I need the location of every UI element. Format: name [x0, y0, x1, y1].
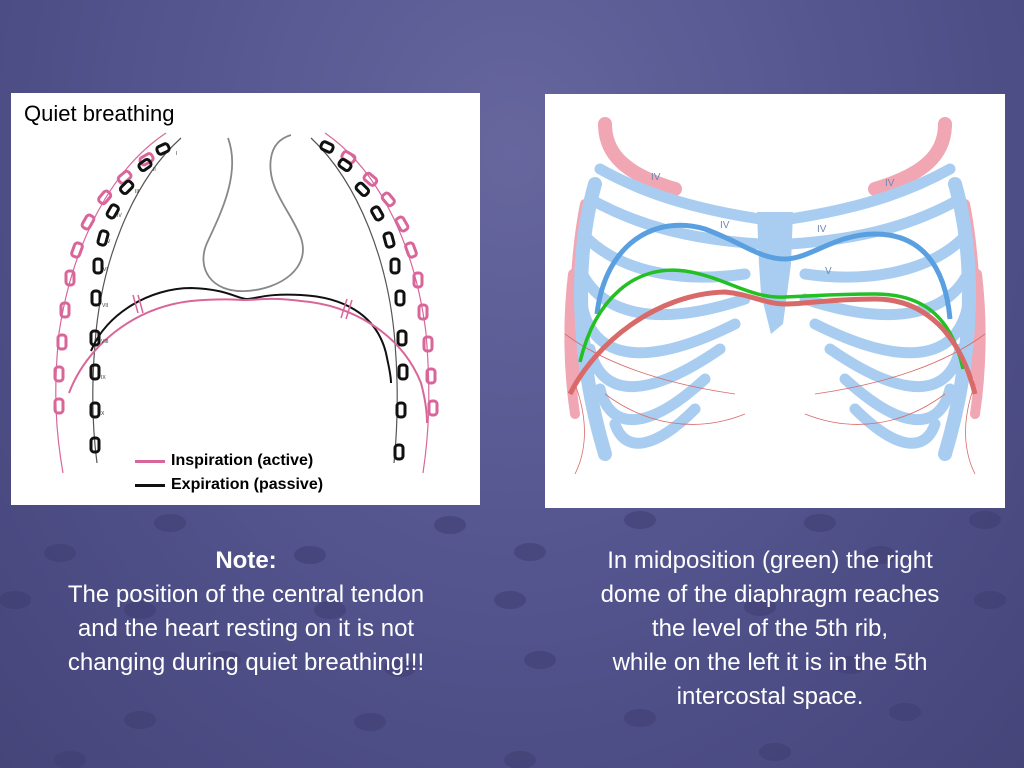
- legend-label-inspiration: Inspiration (active): [171, 452, 314, 469]
- legend: Inspiration (active) Expiration (passive…: [135, 449, 323, 497]
- legend-item-inspiration: Inspiration (active): [135, 449, 323, 473]
- caption-line: the level of the 5th rib,: [651, 615, 889, 642]
- note-line: and the heart resting on it is not: [77, 615, 415, 642]
- caption-line: dome of the diaphragm reaches: [600, 581, 940, 608]
- legend-label-expiration: Expiration (passive): [171, 476, 324, 493]
- caption-line: while on the left it is in the 5th: [612, 649, 928, 676]
- rib-numeral: III: [135, 189, 139, 195]
- legend-item-expiration: Expiration (passive): [135, 473, 323, 497]
- caption-line: intercostal space.: [676, 683, 864, 710]
- figure-title: Quiet breathing: [24, 101, 175, 126]
- rib-label-iv-inner-left: IV: [720, 220, 730, 231]
- rib-numeral: VI: [103, 267, 108, 273]
- rib-numeral: X: [101, 411, 105, 417]
- rib-label-iv-left: IV: [651, 172, 661, 183]
- note-heading: Note:: [215, 547, 277, 574]
- inspiration-swatch: [135, 459, 165, 463]
- rib-numeral: I: [176, 151, 177, 157]
- rib-label-iv-inner-right: IV: [817, 224, 827, 235]
- thorax-diagram: IV IV IV IV V: [564, 117, 986, 475]
- expiration-swatch: [135, 483, 165, 487]
- rib-label-v: V: [825, 266, 832, 277]
- rib-numeral: VII: [102, 303, 108, 309]
- midposition-caption: In midposition (green) the right dome of…: [545, 544, 995, 714]
- quiet-breathing-diagram: I II III IV V VI VII VIII IX X: [53, 132, 439, 474]
- rib-numeral: IX: [101, 375, 106, 381]
- quiet-breathing-figure: I II III IV V VI VII VIII IX X Quiet bre…: [11, 93, 480, 505]
- note-line: changing during quiet breathing!!!: [67, 649, 425, 676]
- rib-numeral: VIII: [101, 339, 109, 345]
- rib-numeral: II: [153, 167, 156, 173]
- caption-line: In midposition (green) the right: [607, 547, 933, 574]
- rib-label-iv-right: IV: [885, 178, 895, 189]
- rib-numeral: IV: [117, 213, 122, 219]
- diaphragm-rib-figure: IV IV IV IV V: [545, 94, 1005, 508]
- note-caption: Note: The position of the central tendon…: [16, 544, 476, 680]
- note-line: The position of the central tendon: [67, 581, 425, 608]
- rib-numeral: V: [107, 239, 111, 245]
